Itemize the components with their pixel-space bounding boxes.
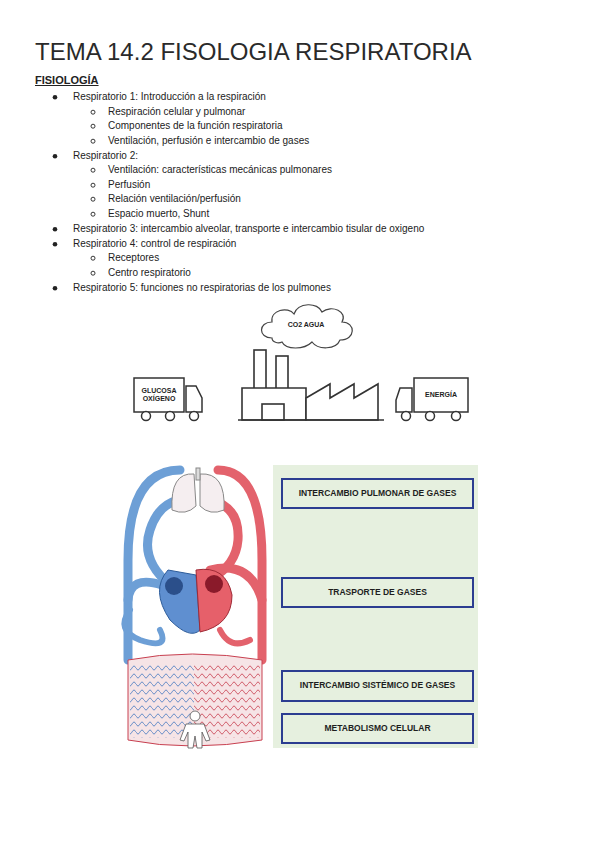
process-box: TRASPORTE DE GASES (281, 577, 474, 608)
circulation (124, 470, 262, 660)
list-item: Respiratorio 5: funciones no respiratori… (73, 282, 331, 294)
truck-cargo: GLUCOSA OXÍGENO (136, 380, 182, 410)
sub-bullet (91, 110, 95, 114)
sub-bullet (91, 139, 95, 143)
lungs (172, 468, 224, 512)
list-item: Espacio muerto, Shunt (108, 208, 209, 220)
bullet (53, 242, 58, 247)
sub-bullet (91, 124, 95, 128)
process-box: INTERCAMBIO PULMONAR DE GASES (281, 478, 474, 509)
sub-bullet (91, 212, 95, 216)
sub-bullet (91, 256, 95, 260)
list-item: Ventilación: características mecánicas p… (108, 164, 332, 176)
truck (396, 378, 468, 421)
sub-bullet (91, 271, 95, 275)
bullet (53, 227, 58, 232)
node-text: METABOLISMO CELULAR (324, 724, 430, 734)
heart (159, 569, 232, 633)
title: TEMA 14.2 FISOLOGIA RESPIRATORIA (35, 38, 472, 67)
bullet (53, 154, 58, 159)
list-item: Respiratorio 1: Introducción a la respir… (73, 91, 266, 103)
list-item: Componentes de la función respiratoria (108, 120, 283, 132)
list-item: Centro respiratorio (108, 267, 191, 279)
node-text: ENERGÍA (425, 391, 457, 399)
node-text: TRASPORTE DE GASES (328, 588, 427, 598)
factory (238, 350, 384, 420)
cloud (262, 305, 353, 348)
sub-bullet (91, 197, 95, 201)
node-text: GLUCOSA OXÍGENO (137, 387, 181, 403)
truck (134, 378, 202, 421)
list-item: Perfusión (108, 179, 150, 191)
process-box: METABOLISMO CELULAR (281, 713, 474, 744)
list-item: Respiratorio 4: control de respiración (73, 238, 236, 250)
bullet (53, 286, 58, 291)
list-item: Ventilación, perfusión e intercambio de … (108, 135, 309, 147)
list-item: Respiratorio 2: (73, 150, 138, 162)
section-heading: FISIOLOGÍA (35, 74, 99, 87)
node-text: INTERCAMBIO SISTÉMICO DE GASES (300, 681, 455, 691)
sub-bullet (91, 168, 95, 172)
cloud-label: CO2 AGUA (277, 311, 335, 339)
node-text: INTERCAMBIO PULMONAR DE GASES (299, 489, 457, 499)
list-item: Receptores (108, 252, 159, 264)
sub-bullet (91, 183, 95, 187)
truck-cargo: ENERGÍA (415, 380, 467, 410)
node-text: CO2 AGUA (288, 321, 325, 329)
process-box: INTERCAMBIO SISTÉMICO DE GASES (281, 670, 474, 702)
list-item: Relación ventilación/perfusión (108, 193, 241, 205)
green-panel (273, 465, 478, 748)
list-item: Respiratorio 3: intercambio alveolar, tr… (73, 223, 424, 235)
human-figure (180, 711, 210, 748)
bullet (53, 95, 58, 100)
list-item: Respiración celular y pulmonar (108, 106, 245, 118)
